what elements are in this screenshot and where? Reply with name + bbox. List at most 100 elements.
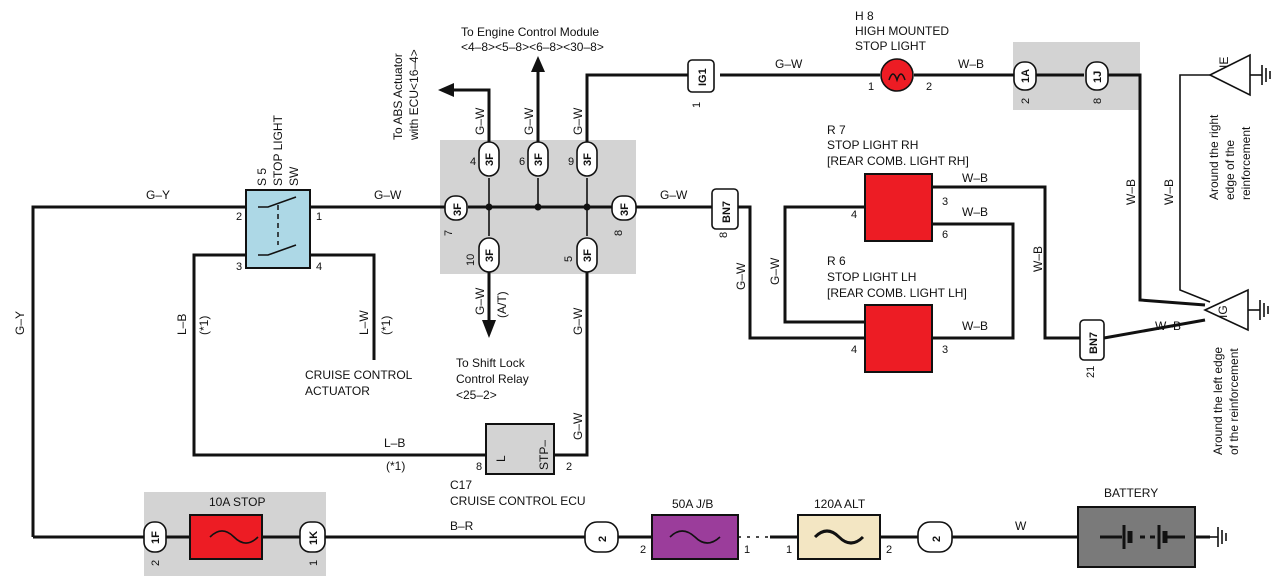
connector-label: 2 — [597, 536, 609, 542]
connector-label: 3F — [484, 249, 496, 262]
switch-contact — [258, 196, 297, 208]
connector-label: 3F — [582, 249, 594, 262]
shiftlock-line2: Control Relay — [456, 372, 529, 386]
connector-label: 1A — [1020, 69, 1032, 83]
wire-label: W–B — [1162, 179, 1176, 205]
engine-arrow — [531, 56, 545, 72]
pin-number: 4 — [851, 209, 857, 221]
stop-light-lh — [864, 304, 933, 373]
fuse-jb-label: 50A J/B — [672, 497, 713, 511]
pin-number: 9 — [568, 156, 574, 168]
wire-label: G–Y — [13, 311, 27, 335]
connector-label: BN7 — [1088, 332, 1100, 354]
connector-label: 3F — [619, 203, 631, 216]
ecu-pin-l: L — [494, 455, 508, 462]
fuse-symbol — [669, 530, 721, 544]
pin-number: 4 — [851, 344, 857, 356]
wire-label: W — [1015, 519, 1027, 533]
wire-label: W–B — [1155, 319, 1181, 333]
rh-line2: [REAR COMB. LIGHT RH] — [827, 154, 969, 168]
battery-label: BATTERY — [1104, 486, 1158, 500]
ground-symbol — [1250, 65, 1271, 85]
pin-number: 1 — [868, 81, 874, 93]
pin-numbers: 2 1 3 4 4 6 9 7 8 10 5 1 1 2 2 8 8 4 3 6… — [150, 81, 1104, 566]
ecu-id: C17 — [450, 478, 472, 492]
abs-arrow — [438, 83, 454, 97]
pin-number: 2 — [566, 461, 572, 473]
pin-number: 2 — [150, 560, 162, 566]
connector-3f-pin10 — [478, 237, 500, 273]
connector-label: 3F — [582, 153, 594, 166]
switch-line1: STOP LIGHT — [271, 114, 285, 186]
shiftlock-line1: To Shift Lock — [456, 356, 526, 370]
wire-label: G–W — [571, 107, 585, 135]
connector-ig1 — [687, 59, 715, 93]
wire-label: L–B — [175, 314, 189, 335]
wire-label: W–B — [958, 57, 984, 71]
connector-label: IG1 — [697, 68, 709, 86]
switch-contact — [258, 244, 297, 256]
wire-note: (A/T) — [495, 291, 509, 318]
wire-note: (*1) — [386, 459, 405, 473]
pin-number: 6 — [519, 156, 525, 168]
ground-ie-line3: reinforcement — [1239, 126, 1253, 200]
pin-number: 2 — [886, 544, 892, 556]
rh-line1: STOP LIGHT RH — [827, 138, 918, 152]
wire-label: G–W — [473, 107, 487, 135]
pin-number: 1 — [786, 544, 792, 556]
connector-label: 1F — [150, 531, 162, 544]
connector-3f-pin4 — [478, 141, 500, 177]
pin-number: 3 — [236, 261, 242, 273]
lh-line2: [REAR COMB. LIGHT LH] — [827, 286, 967, 300]
rh-id: R 7 — [827, 123, 846, 137]
connector-3f-group: 3F 3F 3F 3F 3F 3F 3F — [444, 141, 637, 273]
pin-number: 1 — [316, 211, 322, 223]
wire-label: G–Y — [146, 188, 170, 202]
connector-3f-pin7 — [444, 195, 468, 221]
ground-symbol — [1248, 300, 1269, 320]
wire-note: (*1) — [379, 316, 393, 335]
connector-1k — [299, 521, 326, 553]
fuse-symbol — [813, 529, 865, 545]
shiftlock-line3: <25–2> — [456, 388, 497, 402]
connector-3f-pin8 — [611, 195, 637, 221]
wire-label: L–W — [357, 310, 371, 335]
pin-number: 1 — [691, 102, 703, 108]
pin-number: 8 — [613, 230, 625, 236]
wire-label: B–R — [450, 519, 474, 533]
pin-number: 7 — [443, 230, 455, 236]
ground-ig-line2: of the reinforcement — [1227, 348, 1241, 455]
wire-label: G–W — [660, 188, 688, 202]
connector-label: 3F — [533, 153, 545, 166]
junction-dot — [534, 203, 542, 211]
lh-line1: STOP LIGHT LH — [827, 270, 916, 284]
fuse-stop-label: 10A STOP — [209, 495, 265, 509]
pin-number: 4 — [470, 156, 476, 168]
pin-number: 2 — [926, 81, 932, 93]
connector-1j — [1085, 61, 1109, 91]
pin-number: 10 — [465, 254, 477, 266]
junction-dot — [583, 203, 591, 211]
connector-label: 1K — [308, 531, 320, 545]
connector-1a — [1013, 61, 1037, 91]
pin-number: 6 — [942, 229, 948, 241]
pin-number: 8 — [476, 461, 482, 473]
wire-labels: G–Y G–Y G–W G–W G–W W–B G–W G–W G–W G–W … — [13, 57, 1181, 533]
wire-label: G–W — [571, 412, 585, 440]
wire-label: W–B — [962, 205, 988, 219]
connector-3f-pin6 — [527, 141, 549, 177]
wire-label: W–B — [962, 171, 988, 185]
connector-3f-pin5 — [576, 237, 598, 273]
lamp-filament — [888, 73, 906, 83]
connector-2-jb — [584, 521, 619, 553]
pin-number: 8 — [1092, 98, 1104, 104]
pin-number: 1 — [308, 560, 320, 566]
wire-label: G–W — [775, 57, 803, 71]
wire-label: G–W — [734, 262, 748, 290]
wire-label: L–B — [384, 436, 405, 450]
pin-number: 1 — [744, 544, 750, 556]
connector-label: 2 — [931, 536, 943, 542]
cruise-ecu-box — [485, 423, 555, 475]
pin-number: 21 — [1085, 366, 1097, 378]
